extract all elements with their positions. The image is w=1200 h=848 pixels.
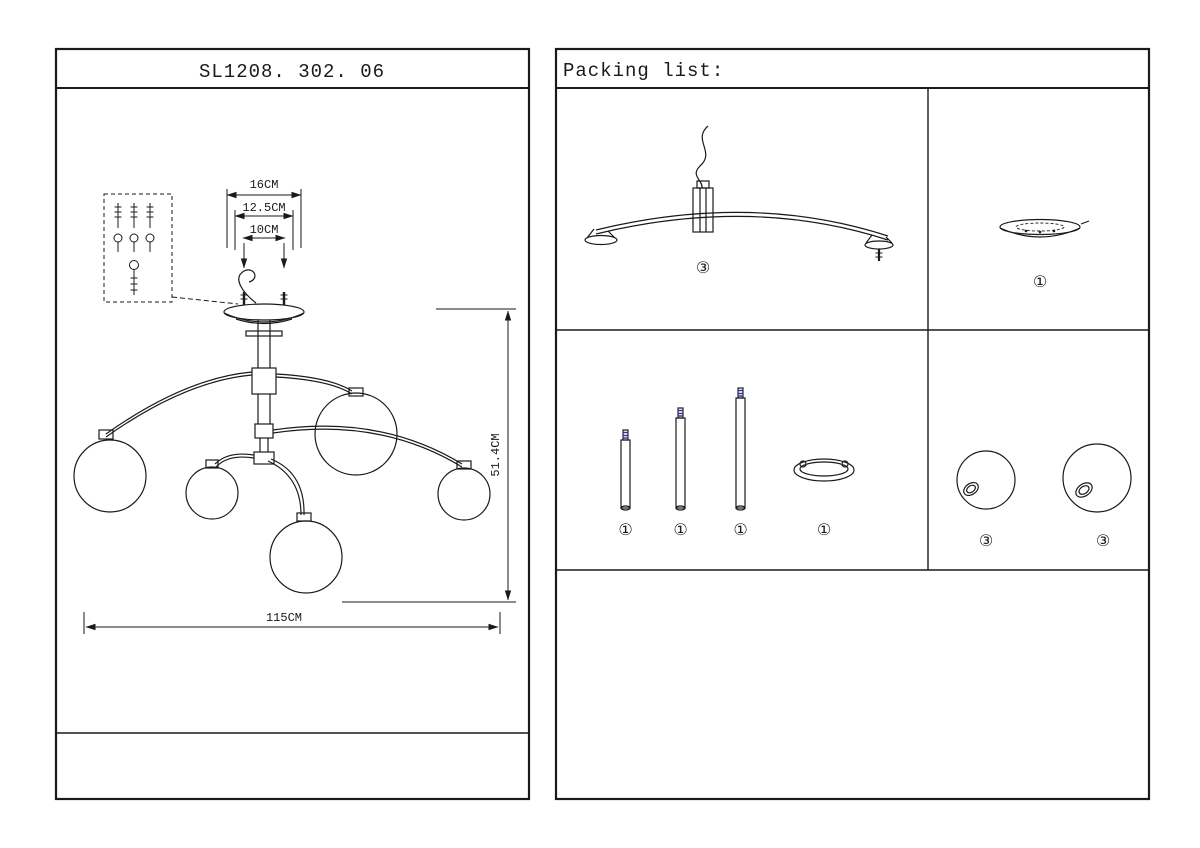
model-number: SL1208. 302. 06 [199,61,385,83]
packing-ring [793,458,855,482]
dim-fixture-width: 115CM [266,611,302,625]
packing-globes [956,443,1132,513]
glass-globe-small [956,450,1016,510]
packing-rods [620,387,746,511]
glass-globe-large [1062,443,1132,513]
packing-arm-assembly [584,125,894,261]
glass-globe [185,466,239,520]
dimension-annotations [83,189,516,634]
lamp-sockets [98,387,472,522]
qty-badge-rod-medium: ① [673,520,687,539]
rod-short [620,429,631,511]
dim-canopy-inner: 10CM [250,223,279,237]
chandelier-drawing [73,269,491,594]
glass-globe [73,439,147,513]
packing-canopy [999,218,1090,238]
qty-badge-ring: ① [817,520,831,539]
qty-badge-globe-small: ③ [979,531,993,550]
left-sheet-border [54,47,531,801]
glass-globe [314,392,398,476]
glass-globe [437,467,491,521]
qty-badge-rod-long: ① [733,520,747,539]
qty-badge-canopy: ① [1033,272,1047,291]
rod-thread-tips [622,389,744,439]
dim-canopy-middle: 12.5CM [242,201,285,215]
qty-badge-arm-assembly: ③ [696,258,710,277]
qty-badge-rod-short: ① [618,520,632,539]
power-wire [238,269,257,304]
glass-globe [269,520,343,594]
qty-badge-globe-large: ③ [1096,531,1110,550]
ceiling-canopy [223,303,305,321]
mounting-hardware-detail [103,193,239,305]
packing-grid [554,47,1151,801]
dim-fixture-height: 51.4CM [489,433,503,476]
leader-line [171,296,239,305]
dim-canopy-outer: 16CM [250,178,279,192]
hanging-wire [695,125,709,189]
rod-medium [675,407,686,511]
center-column [245,320,283,465]
packing-list-title: Packing list: [563,60,724,82]
rod-long [735,387,746,511]
curved-arms [105,371,463,516]
